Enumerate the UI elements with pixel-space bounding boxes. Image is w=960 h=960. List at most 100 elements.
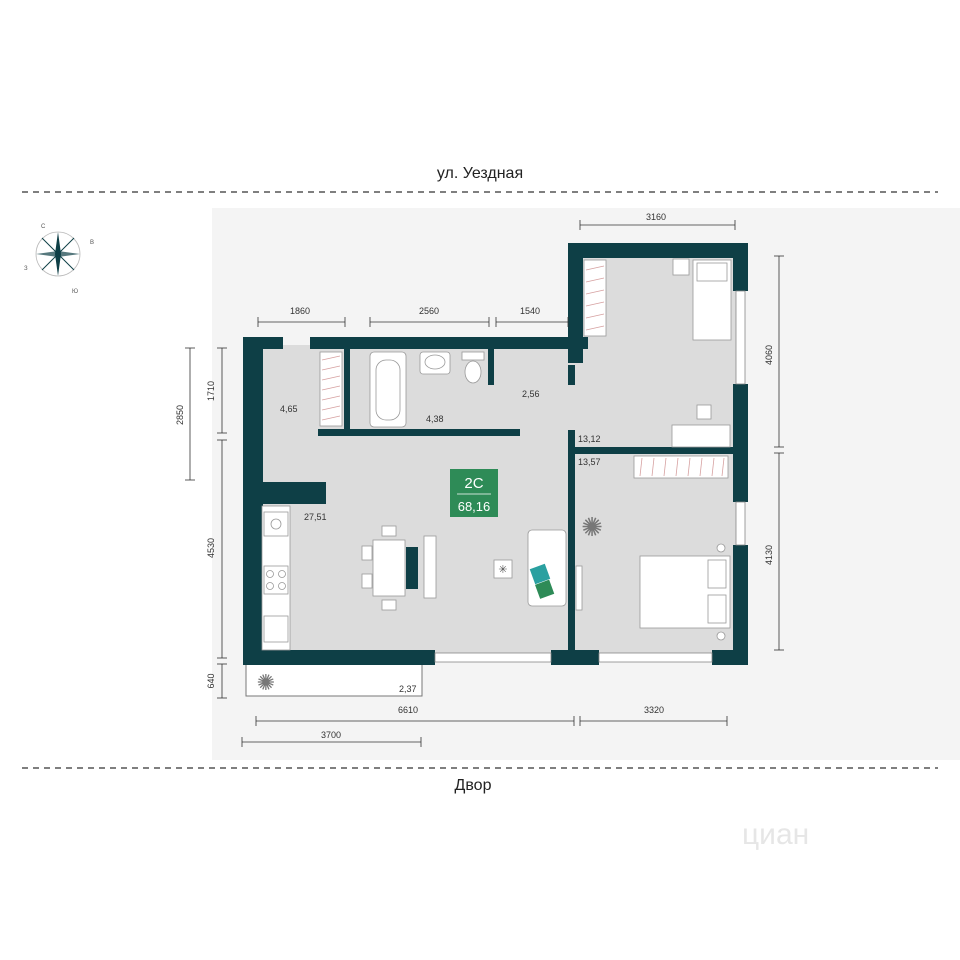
plant-icon: ✺ bbox=[581, 512, 603, 542]
compass-east: В bbox=[90, 240, 94, 246]
wall-top-middle bbox=[310, 337, 588, 349]
closet-bedroom-bottom bbox=[633, 455, 729, 479]
area-living: 27,51 bbox=[304, 512, 327, 522]
bed-bottom-pillow-2 bbox=[707, 594, 727, 624]
area-wc: 2,56 bbox=[522, 389, 540, 399]
tv-panel bbox=[423, 535, 437, 599]
wall-right-top bbox=[733, 243, 748, 291]
wall-top-left-stub bbox=[243, 337, 283, 349]
walls bbox=[243, 243, 748, 665]
watermark: циан bbox=[742, 818, 809, 851]
dim-bottom-balcony: 3700 bbox=[321, 730, 341, 740]
sink-bowl bbox=[424, 354, 446, 370]
wall-bedroom-left-upper bbox=[568, 243, 583, 363]
tv-stand bbox=[406, 547, 418, 589]
dim-left-mid: 4530 bbox=[206, 538, 216, 558]
dim-bottom-right: 3320 bbox=[644, 705, 664, 715]
chair-1 bbox=[361, 545, 373, 561]
wall-closet-bathroom bbox=[344, 349, 350, 429]
closets bbox=[319, 259, 729, 479]
cushion-teal bbox=[529, 563, 551, 585]
wall-bedrooms-left bbox=[568, 430, 575, 660]
window-living bbox=[434, 652, 552, 663]
wall-bath-wc bbox=[488, 349, 494, 385]
wall-between-bedrooms bbox=[575, 447, 735, 454]
wall-bottom-left bbox=[243, 650, 435, 665]
dim-right-top: 4060 bbox=[764, 345, 774, 365]
dim-right-bottom: 4130 bbox=[764, 545, 774, 565]
dining-set bbox=[361, 525, 437, 611]
apartment-type: 2С bbox=[464, 475, 483, 492]
watermark-text: циан bbox=[742, 818, 809, 851]
kitchen bbox=[261, 505, 291, 651]
dimension-lines bbox=[185, 220, 784, 747]
compass: С В Ю З bbox=[24, 224, 94, 295]
compass-south: Ю bbox=[72, 289, 78, 295]
wall-right-middle bbox=[733, 384, 748, 502]
area-bathroom: 4,38 bbox=[426, 414, 444, 424]
sofa-set: ✳ bbox=[493, 529, 567, 607]
bedroom-bottom-furniture bbox=[575, 543, 731, 641]
cushion-green bbox=[535, 579, 555, 599]
closet-hall bbox=[319, 351, 343, 427]
room-areas: 4,65 4,38 2,56 27,51 13,12 13,57 2,37 bbox=[280, 389, 601, 694]
bathroom-fixtures bbox=[369, 351, 485, 428]
dining-table bbox=[372, 539, 406, 597]
toilet-bowl bbox=[464, 360, 482, 384]
window-bedroom-bottom bbox=[598, 652, 713, 663]
rug bbox=[493, 559, 513, 579]
dim-left-inner: 1710 bbox=[206, 381, 216, 401]
wall-wet-zone-bottom bbox=[318, 429, 520, 436]
dim-left-balcony: 640 bbox=[206, 673, 216, 688]
street-bottom-label: Двор bbox=[455, 777, 492, 794]
wall-right-bottom bbox=[733, 545, 748, 665]
windows bbox=[434, 290, 746, 663]
bed-top-pillow bbox=[696, 262, 728, 282]
dim-left-outer: 2850 bbox=[175, 405, 185, 425]
dim-top-mid: 2560 bbox=[419, 306, 439, 316]
balcony-plant-icon: ✺ bbox=[257, 670, 275, 695]
dim-top-mid2: 1540 bbox=[520, 306, 540, 316]
bedroom-top-furniture bbox=[671, 258, 732, 448]
wall-left bbox=[243, 337, 263, 665]
desk-chair bbox=[696, 404, 712, 420]
desk bbox=[671, 424, 731, 448]
wall-kitchen-pillar bbox=[258, 482, 326, 504]
burner-4 bbox=[278, 582, 286, 590]
kitchen-stove bbox=[263, 565, 289, 595]
dim-top-right: 3160 bbox=[646, 212, 666, 222]
apartment-total-area: 68,16 bbox=[458, 499, 491, 514]
area-badge-box bbox=[450, 469, 498, 517]
bedroom-mirror bbox=[575, 565, 583, 611]
bathtub-inner bbox=[375, 359, 401, 421]
wall-bottom-right bbox=[712, 650, 748, 665]
dim-bottom-main: 6610 bbox=[398, 705, 418, 715]
window-bedroom-bottom-side bbox=[735, 501, 746, 546]
compass-west: З bbox=[24, 266, 28, 272]
wall-wc-right bbox=[568, 365, 575, 385]
dim-top-left: 1860 bbox=[290, 306, 310, 316]
bed-bottom-pillow-1 bbox=[707, 559, 727, 589]
dimension-labels: 3160 1860 2560 1540 2850 1710 4530 640 4… bbox=[175, 212, 774, 740]
nightstand-top bbox=[672, 258, 690, 276]
window-bedroom-top bbox=[735, 290, 746, 385]
toilet-tank bbox=[461, 351, 485, 361]
kitchen-sink bbox=[263, 615, 289, 643]
chair-2 bbox=[361, 573, 373, 589]
plants: ✺ ✺ bbox=[257, 512, 603, 695]
hood-fan bbox=[270, 518, 282, 530]
area-bedroom-top: 13,12 bbox=[578, 434, 601, 444]
chair-4 bbox=[381, 599, 397, 611]
nightstand-bottom-2 bbox=[716, 631, 726, 641]
wall-bedroom-top bbox=[568, 243, 748, 258]
area-balcony: 2,37 bbox=[399, 684, 417, 694]
balcony-floor bbox=[245, 663, 423, 697]
compass-north: С bbox=[41, 224, 46, 230]
burner-1 bbox=[266, 570, 274, 578]
compass-diagonal-2 bbox=[41, 237, 75, 271]
street-top-label: ул. Уездная bbox=[437, 165, 523, 182]
burner-3 bbox=[266, 582, 274, 590]
chair-3 bbox=[381, 525, 397, 537]
closet-bedroom-top bbox=[583, 259, 607, 337]
